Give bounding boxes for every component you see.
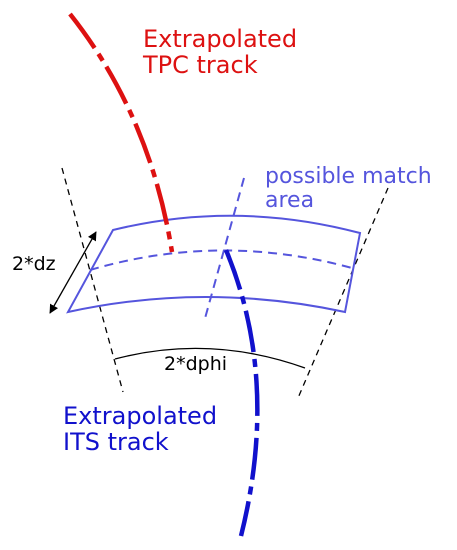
match-area-radial-dashed-line <box>203 177 245 323</box>
match-area-label: possible match area <box>265 164 432 214</box>
dz-arrow <box>49 231 97 314</box>
its-track-label-line-2: ITS track <box>63 428 169 457</box>
left-boundary-dashed-line <box>61 167 124 393</box>
tpc-track-label-line-1: Extrapolated <box>143 25 298 53</box>
its-track-line <box>223 249 260 537</box>
tpc-track-label: Extrapolated TPC track <box>143 26 297 79</box>
dphi-label: 2*dphi <box>164 353 228 375</box>
match-area-midline <box>89 249 353 271</box>
its-track-label: Extrapolated ITS track <box>63 403 217 456</box>
right-boundary-dashed-line <box>297 187 389 399</box>
tpc-track-line <box>68 12 175 253</box>
match-area-outline <box>66 214 362 314</box>
dz-label: 2*dz <box>12 253 56 275</box>
dphi-arc <box>114 347 306 369</box>
match-area-label-line-1: possible match <box>265 164 432 189</box>
match-area-label-line-2: area <box>265 188 315 214</box>
its-track-label-line-1: Extrapolated <box>63 402 218 430</box>
tpc-track-label-line-2: TPC track <box>143 51 258 80</box>
